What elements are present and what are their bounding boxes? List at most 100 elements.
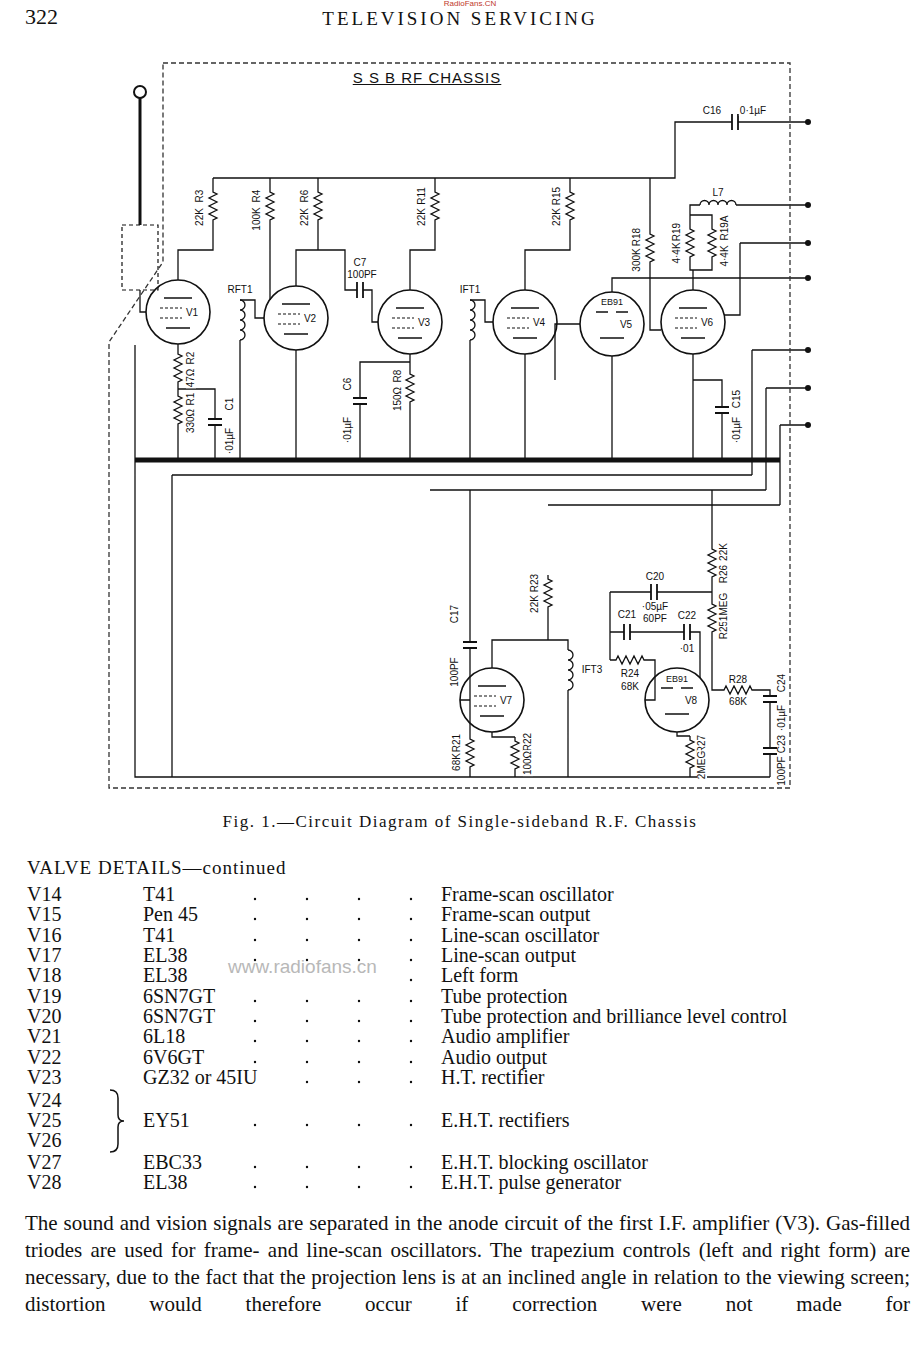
component-label: R1 bbox=[186, 392, 196, 407]
table-cell: Frame-scan output bbox=[441, 904, 590, 924]
table-cell: EL38 bbox=[143, 1172, 187, 1192]
table-cell: V16 bbox=[27, 925, 61, 945]
page-header: TELEVISION SERVICING bbox=[322, 9, 597, 28]
component-label: C22 bbox=[677, 611, 697, 621]
component-label: 0·1µF bbox=[739, 106, 767, 116]
watermark: RadioFans.CN bbox=[444, 0, 496, 8]
component-label: R18 bbox=[632, 227, 642, 247]
table-cell: E.H.T. blocking oscillator bbox=[441, 1152, 648, 1172]
component-label: V4 bbox=[532, 318, 546, 328]
component-label: RFT1 bbox=[227, 285, 254, 295]
component-label: C7 bbox=[353, 258, 368, 268]
table-cell: Frame-scan oscillator bbox=[441, 884, 614, 904]
component-label: 100K bbox=[252, 206, 262, 231]
component-label: ·01 bbox=[679, 644, 695, 654]
component-label: V2 bbox=[303, 314, 317, 324]
component-label: 47Ω bbox=[186, 368, 196, 389]
component-label: R2 bbox=[186, 351, 196, 366]
component-label: 1MEG bbox=[719, 592, 729, 622]
table-cell: V21 bbox=[27, 1026, 61, 1046]
component-label: R19 bbox=[672, 222, 682, 242]
component-label: R25 bbox=[719, 620, 729, 640]
component-label: C20 bbox=[645, 572, 665, 582]
component-label: R23 bbox=[530, 573, 540, 593]
component-label: 22K bbox=[300, 207, 310, 227]
component-label: 22K bbox=[417, 207, 427, 227]
section-heading: VALVE DETAILS—continued bbox=[27, 858, 287, 877]
component-label: ·01µF bbox=[225, 427, 235, 455]
table-cell: V28 bbox=[27, 1172, 61, 1192]
component-label: C16 bbox=[702, 106, 722, 116]
table-cell: 6SN7GT bbox=[143, 986, 215, 1006]
chassis-border bbox=[108, 62, 792, 790]
component-label: EB91 bbox=[665, 675, 689, 684]
component-label: 22K bbox=[530, 594, 540, 614]
component-label: 100PF bbox=[777, 755, 787, 786]
figure-caption: Fig. 1.—Circuit Diagram of Single-sideba… bbox=[223, 813, 698, 830]
table-cell: Line-scan output bbox=[441, 945, 576, 965]
table-cell: Audio output bbox=[441, 1047, 547, 1067]
table-cell: H.T. rectifier bbox=[441, 1067, 544, 1087]
component-label: 22K bbox=[552, 207, 562, 227]
component-label: R6 bbox=[300, 189, 310, 204]
component-label: 68K bbox=[620, 682, 640, 692]
table-cell: Audio amplifier bbox=[441, 1026, 569, 1046]
component-label: 4·4K bbox=[720, 244, 730, 267]
table-cell: V15 bbox=[27, 904, 61, 924]
component-label: R21 bbox=[452, 733, 462, 753]
component-label: R28 bbox=[728, 675, 748, 685]
page-number: 322 bbox=[25, 6, 58, 28]
component-label: 100Ω bbox=[523, 750, 533, 776]
component-label: R19A bbox=[720, 214, 730, 241]
table-cell: V20 bbox=[27, 1006, 61, 1026]
component-label: V3 bbox=[417, 318, 431, 328]
component-label: IFT3 bbox=[581, 665, 604, 675]
component-label: C17 bbox=[450, 604, 460, 624]
component-label: C24 bbox=[777, 673, 787, 693]
component-label: V5 bbox=[619, 320, 633, 330]
table-cell: T41 bbox=[143, 884, 175, 904]
component-label: R11 bbox=[417, 186, 427, 206]
table-cell: Line-scan oscillator bbox=[441, 925, 599, 945]
table-cell: 6SN7GT bbox=[143, 1006, 215, 1026]
chassis-heading: S S B RF CHASSIS bbox=[353, 70, 502, 85]
table-cell: V27 bbox=[27, 1152, 61, 1172]
table-cell: Tube protection and brilliance level con… bbox=[441, 1006, 787, 1026]
table-cell: Left form bbox=[441, 965, 518, 985]
table-cell: T41 bbox=[143, 925, 175, 945]
component-label: 150Ω bbox=[393, 386, 403, 412]
component-label: C21 bbox=[617, 610, 637, 620]
component-label: 68K bbox=[728, 697, 748, 707]
table-cell: V24 bbox=[27, 1090, 61, 1110]
component-label: R3 bbox=[195, 189, 205, 204]
table-cell: V14 bbox=[27, 884, 61, 904]
component-label: 4·4K bbox=[672, 241, 682, 264]
table-cell: GZ32 or 45IU bbox=[143, 1067, 257, 1087]
table-cell: V19 bbox=[27, 986, 61, 1006]
component-label: C6 bbox=[343, 377, 353, 392]
chassis-outline: S S B RF CHASSIS bbox=[108, 62, 792, 790]
component-label: IFT1 bbox=[459, 285, 482, 295]
component-label: 300K bbox=[632, 247, 642, 272]
component-label: V8 bbox=[684, 696, 698, 706]
component-label: R26 bbox=[719, 564, 729, 584]
component-label: V6 bbox=[700, 318, 714, 328]
component-label: C23 bbox=[777, 734, 787, 754]
component-label: ·01µF bbox=[343, 416, 353, 444]
component-label: 2MEG bbox=[697, 750, 707, 780]
component-label: 68K bbox=[452, 752, 462, 772]
table-cell: EY51 bbox=[143, 1110, 190, 1130]
component-label: ·05µF bbox=[641, 602, 669, 612]
table-cell: Tube protection bbox=[441, 986, 567, 1006]
table-cell: EL38 bbox=[143, 945, 187, 965]
chassis-border-line bbox=[109, 63, 790, 788]
table-cell: V25 bbox=[27, 1110, 61, 1130]
component-label: 100PF bbox=[346, 270, 377, 280]
body-text: The sound and vision signals are separat… bbox=[25, 1210, 910, 1318]
table-cell: V23 bbox=[27, 1067, 61, 1087]
component-label: R15 bbox=[552, 186, 562, 206]
component-label: V7 bbox=[499, 696, 513, 706]
component-label: 22K bbox=[719, 542, 729, 562]
table-cell: Pen 45 bbox=[143, 904, 198, 924]
component-label: ·01µF bbox=[732, 416, 742, 444]
